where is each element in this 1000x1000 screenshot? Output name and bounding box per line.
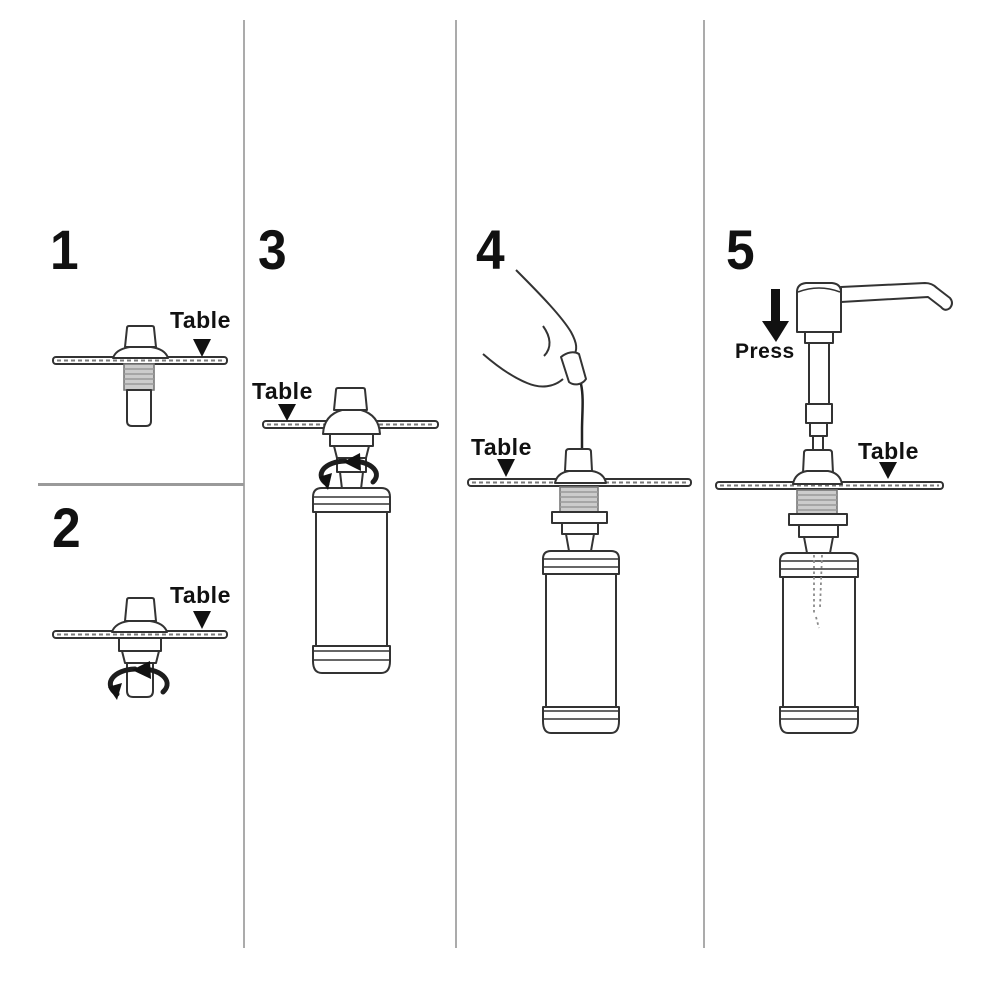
dispenser-cap — [124, 325, 157, 348]
bottle-nozzle — [560, 351, 587, 386]
panel-divider — [38, 483, 244, 486]
bottle-neck — [803, 536, 834, 554]
mounting-nut — [329, 433, 374, 447]
mounting-nut — [118, 637, 162, 652]
step-5-drawing — [715, 282, 953, 734]
panel-divider — [455, 20, 457, 948]
mounting-nut-lower — [798, 524, 839, 538]
dispenser-cap — [124, 597, 157, 622]
table-arrow-icon — [193, 339, 211, 357]
pump-stem-upper — [808, 342, 830, 405]
pump-stem-mid — [805, 403, 833, 424]
soap-bottle — [779, 552, 859, 734]
step-2-drawing — [52, 597, 228, 700]
threaded-shank — [123, 363, 155, 391]
table-label: Table — [170, 582, 231, 608]
mounting-nut-lower — [561, 522, 599, 535]
mounting-nut — [551, 511, 608, 524]
mounting-nut-taper — [333, 445, 370, 459]
pump-collar — [804, 331, 834, 344]
dispenser-flange — [792, 470, 843, 485]
lower-tube — [126, 389, 152, 427]
soap-bottle — [542, 550, 620, 734]
table-label: Table — [858, 438, 919, 464]
squeeze-bottle — [482, 269, 587, 388]
step-4-drawing — [467, 269, 692, 734]
table-arrow-icon — [278, 404, 296, 421]
press-label: Press — [735, 340, 795, 363]
dispenser-cap — [564, 448, 593, 472]
dispenser-flange — [112, 346, 169, 359]
step-1-number: 1 — [50, 218, 79, 281]
rotate-arrow-icon — [318, 453, 379, 490]
panel-divider — [243, 20, 245, 948]
step-3-drawing — [262, 387, 439, 674]
threaded-shank — [796, 489, 838, 515]
table-arrow-icon — [193, 611, 211, 629]
table-arrow-icon — [497, 459, 515, 477]
pump-stem-lower — [809, 422, 828, 437]
table-arrow-icon — [879, 462, 897, 479]
step-5-number: 5 — [726, 218, 755, 281]
table-label: Table — [252, 378, 313, 404]
suction-tube — [813, 554, 823, 629]
bottle-neck-thread — [339, 471, 364, 490]
table-label: Table — [471, 434, 532, 460]
press-arrow-icon — [762, 289, 789, 342]
step-3-number: 3 — [258, 218, 287, 281]
mounting-nut-taper — [121, 650, 160, 664]
pump-spout — [840, 282, 953, 311]
step-4-number: 4 — [476, 218, 505, 281]
dispenser-cap — [333, 387, 368, 411]
step-1-drawing — [52, 325, 228, 427]
step-2-number: 2 — [52, 496, 81, 559]
dispenser-flange — [322, 409, 381, 435]
pump-head — [796, 282, 842, 344]
dispenser-cap — [802, 449, 834, 474]
soap-stream — [579, 383, 584, 449]
panel-divider — [703, 20, 705, 948]
rotate-arrow-icon — [107, 661, 170, 700]
table-label: Table — [170, 307, 231, 333]
mounting-nut — [788, 513, 848, 526]
bottle-neck — [565, 533, 595, 552]
dispenser-flange — [554, 470, 607, 484]
dispenser-flange — [111, 620, 168, 633]
soap-bottle — [312, 487, 391, 674]
threaded-shank — [559, 486, 599, 513]
pump-stem-tip — [812, 435, 824, 452]
